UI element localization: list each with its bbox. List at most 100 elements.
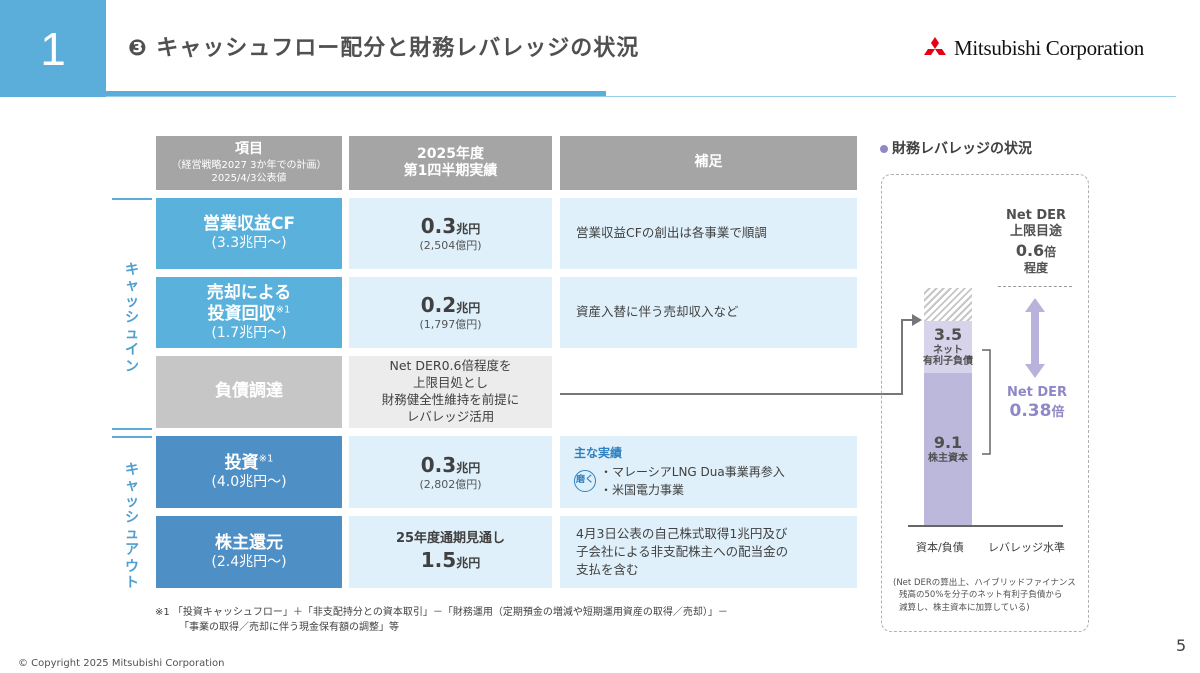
row-plan: (4.0兆円～) — [211, 473, 287, 490]
double-arrow-icon — [1025, 298, 1045, 378]
net-debt-label: 有利子負債 — [923, 356, 973, 368]
note-text: 営業収益CFの創出は各事業で順調 — [576, 225, 767, 241]
migaku-badge-icon: 磨く — [574, 469, 596, 492]
header-item-sub2: 2025/4/3公表値 — [211, 172, 287, 184]
target-dashed-line — [998, 286, 1072, 287]
equity-bar: 9.1 株主資本 — [924, 373, 972, 525]
row-shareholder-returns-note: 4月3日公表の自己株式取得1兆円及び 子会社による非支配株主への配当金の 支払を… — [560, 516, 857, 588]
policy-line: 上限目処とし — [412, 375, 488, 391]
result-detail: (2,504億円) — [419, 239, 482, 253]
net-debt-value: 3.5 — [933, 325, 963, 345]
note-line: 4月3日公表の自己株式取得1兆円及び — [576, 525, 788, 541]
row-plan: (3.3兆円～) — [211, 235, 287, 252]
section-number: 1 — [0, 0, 106, 97]
x-label-left: 資本/負債 — [916, 541, 964, 554]
policy-line: 財務健全性維持を前提に — [381, 392, 520, 407]
row-debt-policy: Net DER0.6倍程度を 上限目処とし 財務健全性維持を前提に レバレッジ活… — [349, 356, 552, 428]
footnote: ※1 「投資キャッシュフロー」＋「非支配持分との資本取引」－「財務運用（定期預金… — [155, 605, 728, 635]
row-divestment-label: 売却による 投資回収※1 (1.7兆円～) — [156, 277, 342, 348]
header-divider — [106, 96, 1176, 97]
result-value: 0.3 — [420, 452, 457, 477]
result-value: 1.5 — [420, 547, 457, 572]
cash-in-label: キャッシュイン — [125, 262, 139, 375]
note-line: 支払を含む — [576, 562, 639, 578]
header-item-title: 項目 — [235, 141, 263, 158]
cash-section-divider — [112, 428, 152, 430]
cash-out-label: キャッシュアウト — [125, 462, 139, 591]
x-label-right: レバレッジ水準 — [988, 541, 1065, 554]
row-investment-result: 0.3兆円 (2,802億円) — [349, 436, 552, 508]
row-label: 営業収益CF — [202, 214, 296, 235]
leverage-note-line: (Net DERの算出上、ハイブリッドファイナンス — [893, 578, 1076, 588]
note-item: ・マレーシアLNG Dua事業再参入 — [600, 464, 785, 479]
row-debt-label: 負債調達 — [156, 356, 342, 428]
result-unit: 兆円 — [456, 555, 481, 570]
net-der-label: Net DER — [1006, 385, 1068, 400]
note-item: ・米国電力事業 — [600, 482, 685, 497]
note-text: 資産入替に伴う売却収入など — [576, 304, 739, 320]
row-label-line1: 売却による — [206, 282, 292, 303]
row-investment-label: 投資※1 (4.0兆円～) — [156, 436, 342, 508]
page-number: 5 — [1176, 636, 1187, 655]
cash-in-top-line — [112, 198, 152, 200]
der-target-unit: 倍 — [1044, 244, 1057, 259]
row-shareholder-returns-result: 25年度通期見通し 1.5兆円 — [349, 516, 552, 588]
bullet-dot-icon — [880, 145, 888, 153]
net-debt-bar: 3.5 ネット 有利子負債 — [923, 321, 973, 373]
headroom-hatch — [924, 288, 972, 321]
net-der-unit: 倍 — [1051, 405, 1065, 421]
der-target-line: 程度 — [1023, 260, 1048, 275]
header-accent-line — [106, 91, 606, 96]
leverage-panel-frame — [881, 174, 1089, 632]
chart-baseline — [908, 525, 1063, 527]
row-label: 負債調達 — [215, 381, 283, 402]
row-shareholder-returns-label: 株主還元 (2.4兆円～) — [156, 516, 342, 588]
row-plan: (2.4兆円～) — [211, 553, 287, 570]
page-title: ❸ キャッシュフロー配分と財務レバレッジの状況 — [128, 36, 640, 61]
row-divestment-note: 資産入替に伴う売却収入など — [560, 277, 857, 348]
result-value: 0.2 — [420, 293, 457, 318]
footnote-line: ※1 「投資キャッシュフロー」＋「非支配持分との資本取引」－「財務運用（定期預金… — [155, 607, 728, 618]
header-result: 2025年度 第1四半期実績 — [349, 136, 552, 190]
header-result-line2: 第1四半期実績 — [403, 163, 498, 179]
row-label: 投資 — [224, 452, 259, 473]
row-operating-cf-label: 営業収益CF (3.3兆円～) — [156, 198, 342, 269]
result-detail: (2,802億円) — [419, 477, 482, 491]
result-unit: 兆円 — [456, 301, 481, 316]
row-label: 株主還元 — [215, 532, 283, 553]
header-item: 項目 （経営戦略2027 3か年での計画） 2025/4/3公表値 — [156, 136, 342, 190]
footnote-line: 「事業の取得／売却に伴う現金保有額の調整」等 — [179, 622, 399, 633]
der-target-line: Net DER — [1005, 208, 1067, 223]
result-unit: 兆円 — [456, 460, 481, 475]
header-note: 補足 — [560, 136, 857, 190]
leverage-panel-title: 財務レバレッジの状況 — [880, 138, 1032, 158]
company-logo: Mitsubishi Corporation — [922, 36, 1144, 61]
leverage-title-text: 財務レバレッジの状況 — [892, 141, 1032, 157]
footnote-ref: ※1 — [258, 452, 274, 464]
der-target: Net DER 上限目途 0.6倍 程度 — [1000, 208, 1072, 276]
der-target-line: 上限目途 — [1009, 224, 1062, 240]
logo-wordmark: Mitsubishi Corporation — [954, 36, 1144, 60]
equity-value: 9.1 — [933, 433, 963, 453]
row-investment-note: 主な実績 磨く ・マレーシアLNG Dua事業再参入 ・米国電力事業 — [560, 436, 857, 508]
row-plan: (1.7兆円～) — [211, 325, 287, 341]
result-unit: 兆円 — [456, 222, 481, 237]
net-der-value: 0.38 — [1009, 401, 1052, 422]
row-label-line2: 投資回収 — [207, 303, 276, 324]
result-forecast-label: 25年度通期見通し — [395, 531, 506, 547]
result-value: 0.3 — [420, 214, 457, 239]
leverage-note-line: 減算し、株主資本に加算している) — [899, 602, 1030, 613]
net-der-current: Net DER 0.38倍 — [999, 385, 1075, 423]
row-operating-cf-note: 営業収益CFの創出は各事業で順調 — [560, 198, 857, 269]
copyright: © Copyright 2025 Mitsubishi Corporation — [18, 658, 225, 669]
equity-label: 株主資本 — [928, 452, 968, 464]
note-heading: 主な実績 — [574, 446, 623, 461]
connector-arrow — [560, 314, 922, 395]
result-detail: (1,797億円) — [419, 318, 482, 332]
der-bracket — [982, 349, 991, 455]
header-note-text: 補足 — [694, 154, 723, 171]
net-debt-label: ネット — [933, 344, 963, 356]
header-item-sub1: （経営戦略2027 3か年での計画） — [171, 159, 327, 171]
footnote-ref: ※1 — [275, 304, 291, 316]
cash-out-top-line — [112, 436, 152, 438]
